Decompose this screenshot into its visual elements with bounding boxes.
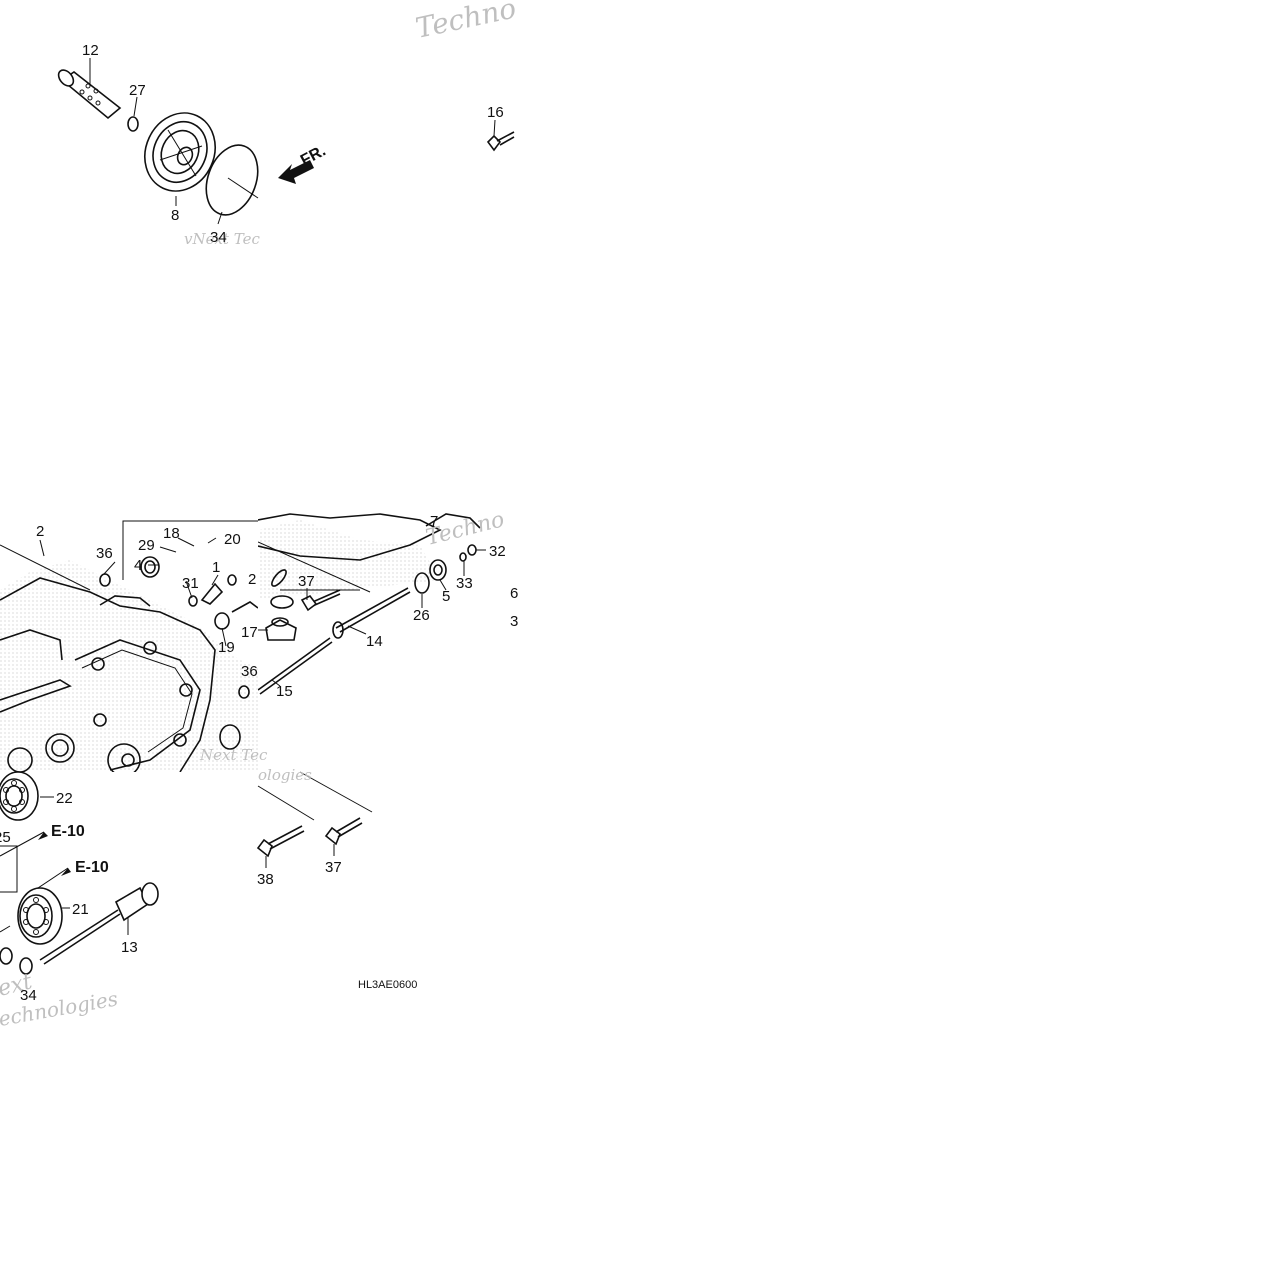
main-tile xyxy=(0,520,258,772)
callout-21: 21 xyxy=(72,901,89,918)
lower-tile xyxy=(0,771,373,975)
callout-3: 3 xyxy=(510,613,518,630)
callout-22: 22 xyxy=(56,790,73,807)
callout-36: 36 xyxy=(96,545,113,562)
callout-8: 8 xyxy=(171,207,179,224)
callout-26: 26 xyxy=(413,607,430,624)
top-tile: FR. xyxy=(57,58,515,225)
reference-e10-lower: E-10 xyxy=(75,859,109,876)
callout-19: 19 xyxy=(218,639,235,656)
callout-34b: 34 xyxy=(20,987,37,1004)
svg-text:ologies: ologies xyxy=(258,766,312,784)
callout-6: 6 xyxy=(510,585,518,602)
callout-15: 15 xyxy=(276,683,293,700)
diagram-code: HL3AE0600 xyxy=(358,979,417,991)
callout-37: 37 xyxy=(298,573,315,590)
callout-5: 5 xyxy=(442,588,450,605)
callout-34: 34 xyxy=(210,229,227,246)
callout-38: 38 xyxy=(257,871,274,888)
filter-cover-part xyxy=(144,112,216,192)
callout-7: 7 xyxy=(430,513,438,530)
sensor-part xyxy=(39,882,159,965)
callout-12: 12 xyxy=(82,42,99,59)
callout-17: 17 xyxy=(241,624,258,641)
svg-text:Next Tec: Next Tec xyxy=(199,746,268,764)
reference-e10-upper: E-10 xyxy=(51,823,85,840)
callout-2: 2 xyxy=(36,523,44,540)
svg-text:vNext Tec: vNext Tec xyxy=(184,230,260,248)
callout-29: 29 xyxy=(138,537,155,554)
callout-2b: 2 xyxy=(248,571,256,588)
callout-31: 31 xyxy=(182,575,199,592)
o-ring-part xyxy=(205,144,259,216)
bolt-37-part xyxy=(324,817,363,846)
callout-13: 13 xyxy=(121,939,138,956)
callout-36b: 36 xyxy=(241,663,258,680)
oil-strainer-part xyxy=(57,69,122,120)
callout-4: 4 xyxy=(134,557,142,574)
callout-27: 27 xyxy=(129,82,146,99)
svg-text:Techno: Techno xyxy=(413,0,519,45)
callout-25: 25 xyxy=(0,829,11,846)
bolt-38-part xyxy=(256,825,305,858)
callout-1: 1 xyxy=(212,559,220,576)
callout-16: 16 xyxy=(487,104,504,121)
front-direction-arrow-icon: FR. xyxy=(278,142,329,184)
callout-37b: 37 xyxy=(325,859,342,876)
callout-labels: 12 27 8 34 16 2 36 29 18 20 4 1 31 2 37 … xyxy=(0,42,518,1004)
bolt-part xyxy=(486,131,515,152)
callout-14: 14 xyxy=(366,633,383,650)
callout-33: 33 xyxy=(456,575,473,592)
washer-part xyxy=(127,116,139,132)
callout-18: 18 xyxy=(163,525,180,542)
callout-20: 20 xyxy=(224,531,241,548)
callout-32: 32 xyxy=(489,543,506,560)
right-tile xyxy=(258,513,486,695)
